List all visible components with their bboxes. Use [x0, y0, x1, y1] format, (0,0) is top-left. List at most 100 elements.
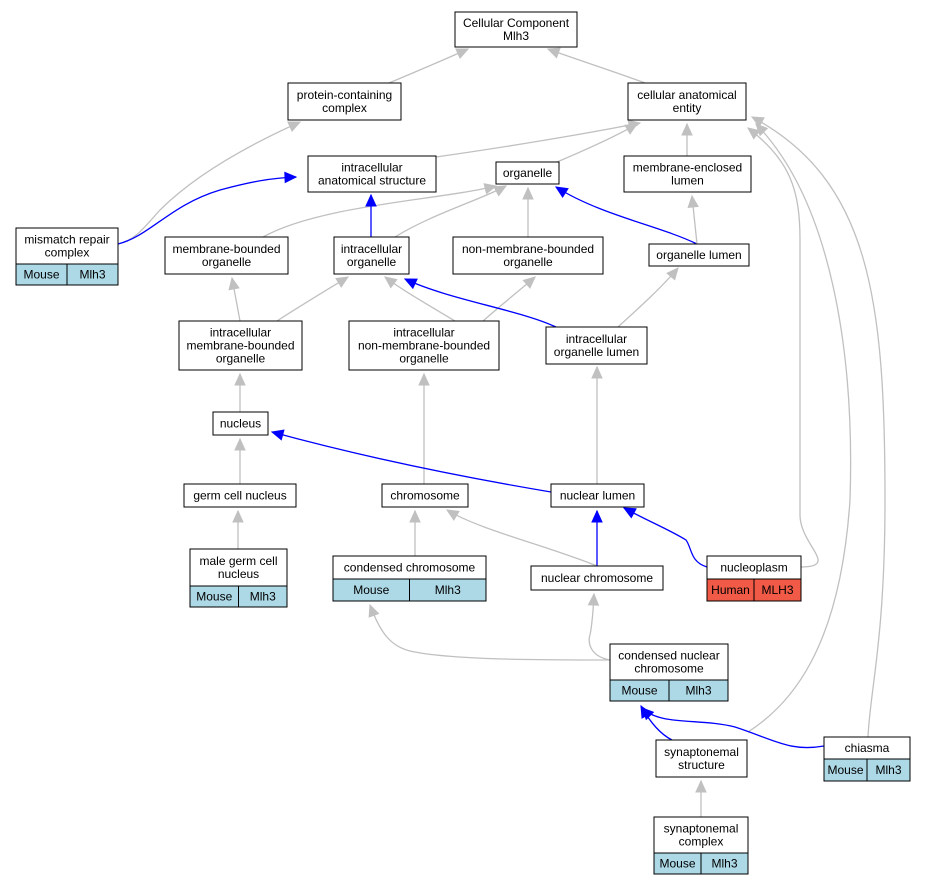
node-label-line: membrane-bounded [172, 242, 280, 256]
node-chromosome[interactable]: chromosome [381, 483, 469, 508]
edge-intracellular-organelle-lumen-to-organelle-lumen [617, 267, 679, 328]
edge-male-germ-cell-nucleus-to-germ-cell-nucleus [232, 509, 244, 549]
gene-tag: Mlh3 [250, 590, 276, 604]
edge-germ-cell-nucleus-to-nucleus [234, 437, 246, 484]
arrowhead [522, 186, 534, 200]
edge-organelle-lumen-to-membrane-enclosed-lumen [687, 194, 699, 245]
node-label-line: Mlh3 [503, 29, 529, 43]
node-label-line: lumen [671, 174, 704, 188]
species-tag: Mouse [659, 857, 695, 871]
arrowhead [455, 48, 470, 59]
node-label-line: organelle lumen [656, 248, 741, 262]
node-organelle-lumen[interactable]: organelle lumen [648, 243, 750, 267]
node-organelle[interactable]: organelle [495, 161, 560, 185]
arrowhead [284, 171, 298, 184]
arrowhead [418, 372, 430, 386]
node-label-line: complex [45, 246, 90, 260]
edge-protein-containing-complex-to-cellular-component [388, 48, 470, 84]
node-intracellular-non-membrane-bounded-organelle[interactable]: intracellularnon-membrane-boundedorganel… [348, 320, 500, 371]
gene-tag: Mlh3 [875, 763, 901, 777]
node-label-line: organelle [216, 352, 266, 366]
node-label-line: organelle [503, 255, 553, 269]
edges-layer [117, 47, 886, 817]
node-label-line: organelle [399, 352, 449, 366]
node-label-line: organelle [503, 166, 553, 180]
node-label-line: chromosome [634, 662, 704, 676]
arrowhead [546, 47, 561, 59]
node-label-line: nuclear chromosome [541, 571, 653, 585]
arrowhead [641, 707, 655, 721]
species-tag: Human [711, 583, 750, 597]
edge-non-membrane-bounded-organelle-to-organelle [522, 186, 534, 237]
node-label-line: male germ cell [199, 554, 277, 568]
arrowhead [624, 123, 639, 135]
node-label-line: complex [679, 835, 724, 849]
node-label-line: intracellular [566, 332, 627, 346]
edge-nuclear-chromosome-to-nuclear-lumen [591, 509, 603, 566]
arrowhead [409, 509, 421, 523]
edge-intracellular-membrane-bounded-organelle-to-membrane-bounded-organelle [228, 276, 241, 322]
node-label-line: nucleus [218, 567, 259, 581]
arrowhead [368, 603, 380, 618]
node-nuclear-chromosome[interactable]: nuclear chromosome [530, 565, 664, 591]
node-germ-cell-nucleus[interactable]: germ cell nucleus [183, 483, 297, 508]
arrowhead [695, 779, 707, 793]
node-label-line: membrane-bounded [186, 339, 294, 353]
gene-tag: Mlh3 [79, 268, 105, 282]
node-label-line: intracellular [341, 242, 402, 256]
edge-intracellular-organelle-lumen-to-intracellular-organelle [403, 278, 557, 328]
species-tag: Mouse [827, 763, 863, 777]
node-label-line: nucleus [220, 417, 261, 431]
gene-tag: Mlh3 [685, 684, 711, 698]
gene-tag-cell [866, 758, 911, 782]
node-label-line: complex [322, 101, 367, 115]
node-nuclear-lumen[interactable]: nuclear lumen [550, 483, 645, 508]
arrowhead [666, 267, 679, 281]
edge-chromosome-to-intracellular-non-membrane-bounded-organelle [418, 372, 430, 484]
edge-nucleus-to-intracellular-membrane-bounded-organelle [234, 372, 246, 412]
node-label-line: intracellular [341, 161, 402, 175]
edge-membrane-enclosed-lumen-to-cellular-anatomical-entity [681, 122, 693, 156]
arrowhead [270, 429, 285, 441]
arrowhead [554, 186, 569, 199]
edge-intracellular-membrane-bounded-organelle-to-intracellular-organelle [276, 276, 350, 322]
node-label-line: intracellular [393, 326, 454, 340]
arrowhead [228, 276, 240, 291]
node-label-line: intracellular [210, 326, 271, 340]
node-label-line: structure [678, 758, 725, 772]
gene-tag-cell [409, 578, 487, 602]
arrowhead [232, 509, 244, 523]
species-tag: Mouse [196, 590, 232, 604]
node-label-line: chiasma [845, 741, 890, 755]
node-label-line: non-membrane-bounded [358, 339, 490, 353]
arrowhead [622, 507, 637, 519]
arrowhead [681, 122, 693, 136]
edge-mismatch-repair-complex-to-intracellular-anatomical-structure [117, 171, 298, 245]
edge-chiasma-to-cellular-anatomical-entity [750, 116, 886, 738]
node-label-line: condensed chromosome [344, 561, 476, 575]
node-label-line: cellular anatomical [637, 88, 736, 102]
edge-intracellular-non-membrane-bounded-organelle-to-non-membrane-bounded-organelle [482, 276, 536, 322]
edge-condensed-chromosome-to-chromosome [409, 509, 421, 556]
edge-nuclear-lumen-to-intracellular-organelle-lumen [591, 365, 603, 484]
node-nucleus[interactable]: nucleus [212, 411, 269, 436]
